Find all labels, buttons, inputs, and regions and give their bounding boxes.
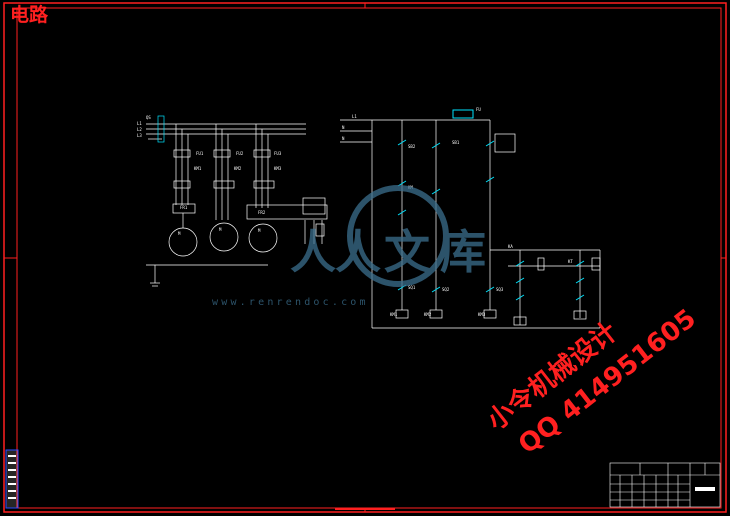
svg-text:L1: L1	[137, 121, 142, 126]
svg-text:FU3: FU3	[274, 151, 282, 156]
title-block	[609, 462, 721, 508]
svg-text:SQ3: SQ3	[496, 287, 504, 292]
watermark-site: www.renrendoc.com	[212, 297, 369, 308]
main-circuit-tags: L1 L2 L3 QS FU1 FU2 FU3 KM1 KM2 KM3 FR1 …	[137, 115, 282, 236]
svg-text:FR1: FR1	[180, 205, 188, 210]
main-power-circuit	[146, 115, 328, 287]
control-circuit	[340, 119, 601, 329]
svg-text:KM2: KM2	[234, 166, 242, 171]
svg-text:SQ1: SQ1	[408, 285, 416, 290]
svg-text:M: M	[219, 227, 222, 232]
watermark-char-2: 人	[335, 225, 381, 279]
svg-text:SQ2: SQ2	[442, 287, 450, 292]
revision-column	[5, 449, 19, 509]
motor-branch-1	[168, 124, 198, 257]
svg-text:KA: KA	[508, 244, 513, 249]
svg-text:SB2: SB2	[408, 144, 416, 149]
svg-text:N: N	[342, 125, 345, 130]
svg-text:KM3: KM3	[478, 312, 486, 317]
svg-text:M: M	[178, 231, 181, 236]
svg-text:KT: KT	[568, 259, 573, 264]
svg-text:SB1: SB1	[452, 140, 460, 145]
sheet-frame	[3, 2, 727, 513]
svg-text:KM1: KM1	[390, 312, 398, 317]
control-circuit-tags: L1 N N FU SB1 SB2 KM SQ1 SQ2 SQ3 KM1 KM2…	[342, 107, 573, 317]
svg-text:KM3: KM3	[274, 166, 282, 171]
motor-branch-3	[246, 124, 328, 253]
svg-text:QS: QS	[146, 115, 151, 120]
svg-text:M: M	[258, 228, 261, 233]
svg-text:FU1: FU1	[196, 151, 204, 156]
watermark-char-3: 文	[384, 225, 430, 279]
control-contacts	[397, 109, 585, 301]
svg-text:L3: L3	[137, 133, 142, 138]
svg-text:L2: L2	[137, 127, 142, 132]
svg-text:FU2: FU2	[236, 151, 244, 156]
svg-text:FR2: FR2	[258, 210, 266, 215]
red-stamp: 小令机械设计 QQ 414951605	[481, 304, 702, 461]
watermark-char-4: 库	[440, 225, 486, 279]
svg-text:KM1: KM1	[194, 166, 202, 171]
svg-text:L1: L1	[352, 114, 357, 119]
svg-text:KM2: KM2	[424, 312, 432, 317]
svg-text:N: N	[342, 136, 345, 141]
motor-branch-2	[209, 124, 239, 252]
watermark-char-1: 人	[290, 225, 336, 279]
sheet-title: 电路	[10, 3, 49, 26]
svg-text:FU: FU	[476, 107, 481, 112]
renrendoc-watermark: 人 人 文 库 www.renrendoc.com	[212, 185, 486, 308]
